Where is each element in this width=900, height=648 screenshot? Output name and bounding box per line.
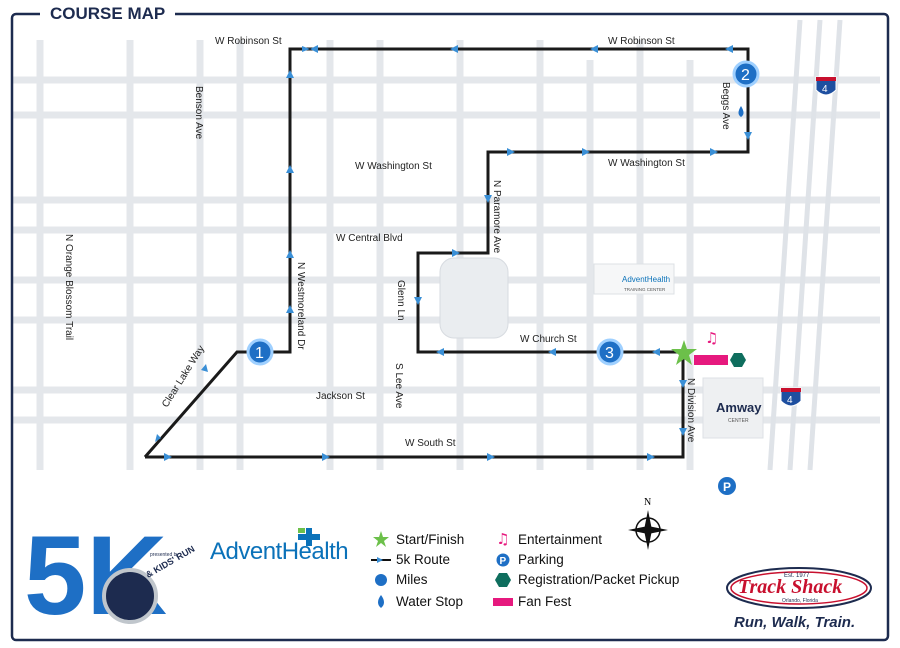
street-label: W Robinson St [608, 36, 675, 47]
street-label: W Washington St [608, 158, 685, 169]
water-drop-icon [738, 106, 744, 117]
mile-marker-3: 3 [596, 338, 624, 366]
svg-text:Est. 1977: Est. 1977 [784, 573, 810, 579]
street-label: Jackson St [316, 391, 365, 402]
svg-text:4: 4 [822, 84, 828, 95]
svg-text:1: 1 [255, 345, 264, 362]
legend-item: ♫ Entertainment [492, 530, 602, 548]
street-label: W Central Blvd [336, 233, 403, 244]
street-label: Glenn Ln [395, 280, 406, 321]
street-label: W Robinson St [215, 36, 282, 47]
amway-name: Amway [716, 400, 762, 415]
route-arrows [155, 45, 752, 461]
svg-text:P: P [500, 556, 507, 567]
street-label: Benson Ave [193, 86, 204, 140]
svg-text:Orlando, Florida: Orlando, Florida [782, 598, 818, 604]
training-center-box [593, 263, 675, 295]
start-finish-star-icon [671, 340, 697, 365]
music-note-icon: ♫ [705, 329, 718, 347]
mile-marker-1: 1 [246, 338, 274, 366]
street-label: W Washington St [355, 161, 432, 172]
svg-text:Track Shack: Track Shack [738, 576, 842, 598]
training-center-sub: TRAINING CENTER [624, 287, 666, 292]
route-line [143, 47, 750, 459]
event-logo: 5K & KIDS' RUN presented by [24, 513, 196, 638]
water-drop-icon [378, 594, 384, 608]
track-shack-logo: Est. 1977 Track Shack Orlando, Florida [726, 567, 872, 609]
parking-icon [718, 477, 736, 495]
mile-marker-2: 2 [732, 60, 760, 88]
street-label: Beggs Ave [720, 82, 731, 130]
legend-item: Registration/Packet Pickup [492, 572, 679, 587]
parking-letter: P [723, 480, 731, 494]
map-legend: Start/Finish 5k Route Miles Water Stop ♫… [370, 526, 700, 626]
fanfest-bar-icon [493, 597, 513, 606]
legend-item: Start/Finish [370, 530, 464, 548]
sponsor-name: AdventHealth [210, 538, 349, 565]
amway-sub: CENTER [728, 418, 749, 424]
registration-hexagon-icon [730, 353, 746, 367]
street-label: W Church St [520, 334, 577, 345]
legend-item: Fan Fest [492, 594, 571, 609]
street-label: S Lee Ave [393, 363, 404, 409]
street-label: N Division Ave [685, 378, 696, 443]
mile-dot-icon [375, 573, 387, 586]
interstate-shield-icon: 4 [780, 387, 802, 407]
track-shack-slogan: Run, Walk, Train. [734, 614, 856, 631]
legend-item: P Parking [492, 552, 564, 567]
star-icon [373, 531, 389, 547]
street-label: W South St [405, 438, 456, 449]
svg-text:N: N [644, 497, 651, 508]
hexagon-icon [495, 572, 511, 587]
map-title: COURSE MAP [40, 4, 176, 24]
advent-health-logo-icon [298, 528, 320, 546]
svg-text:3: 3 [605, 345, 614, 362]
route-icon [371, 556, 391, 563]
stadium-shape [439, 257, 509, 339]
street-label: N Paramore Ave [491, 180, 502, 254]
street-label: N Orange Blossom Trail [63, 234, 74, 340]
svg-text:4: 4 [787, 395, 793, 406]
compass-rose-icon: N [628, 497, 668, 550]
svg-text:presented by: presented by [150, 552, 179, 558]
svg-text:2: 2 [741, 67, 750, 84]
magic-ball-icon [102, 568, 158, 624]
legend-item: Water Stop [370, 594, 463, 609]
legend-item: Miles [370, 572, 428, 587]
interstate-shield-icon: 4 [815, 76, 837, 96]
legend-item: 5k Route [370, 552, 450, 567]
training-center-name: AdventHealth [622, 275, 670, 284]
parking-icon: P [496, 553, 510, 567]
street-label: N Westmoreland Dr [295, 262, 306, 350]
music-note-icon: ♫ [496, 530, 510, 548]
map-frame [10, 12, 890, 642]
fan-fest-bar [694, 355, 728, 365]
amway-center-box [702, 377, 764, 439]
